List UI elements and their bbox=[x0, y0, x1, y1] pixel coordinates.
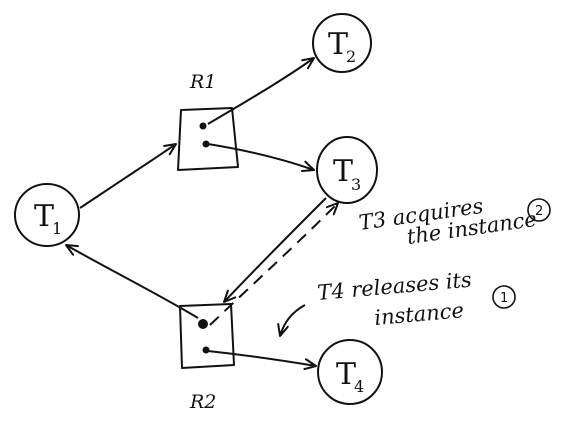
thread-t1-main: T bbox=[34, 199, 54, 234]
edge-r2-to-t1 bbox=[65, 244, 199, 319]
note-t3-acquires: T3 acquires the instance 2 bbox=[357, 194, 551, 249]
thread-t2-main: T bbox=[328, 27, 348, 62]
thread-t1-sub: 1 bbox=[52, 219, 62, 238]
thread-t3-sub: 3 bbox=[351, 175, 361, 194]
thread-t4-sub: 4 bbox=[354, 377, 364, 396]
thread-node-t1: T 1 bbox=[14, 183, 80, 247]
resource-r1: R1 bbox=[177, 71, 239, 171]
thread-t3-main: T bbox=[333, 154, 353, 189]
r2-instance-dot-1 bbox=[198, 319, 208, 329]
note-t4-number-circle bbox=[492, 285, 516, 309]
resource-r2: R2 bbox=[179, 303, 235, 413]
r1-instance-dot-2 bbox=[202, 140, 210, 148]
thread-t4-main: T bbox=[336, 357, 356, 392]
note-t3-number: 2 bbox=[535, 204, 543, 219]
edge-r2-to-t3-dashed bbox=[209, 202, 339, 326]
edge-t1-to-r1 bbox=[79, 143, 177, 209]
resource-r2-label: R2 bbox=[189, 391, 216, 413]
edge-r2-to-t4 bbox=[207, 350, 317, 371]
edge-r1-to-t2 bbox=[207, 57, 315, 125]
r1-instance-dot-1 bbox=[199, 122, 207, 130]
note-t4-line-2: instance bbox=[373, 298, 464, 330]
note-t4-pointer-arrow bbox=[277, 304, 306, 337]
thread-node-t4: T 4 bbox=[317, 339, 383, 405]
resource-r1-label: R1 bbox=[189, 71, 216, 93]
r2-instance-dot-2 bbox=[202, 346, 210, 354]
thread-node-t2: T 2 bbox=[312, 13, 372, 73]
edge-r1-to-t3 bbox=[207, 143, 315, 173]
note-t3-number-circle bbox=[527, 198, 551, 222]
thread-node-t3: T 3 bbox=[316, 136, 378, 204]
thread-t2-sub: 2 bbox=[346, 47, 356, 66]
note-t4-releases: T4 releases its instance 1 bbox=[277, 268, 516, 337]
edge-t3-to-r2 bbox=[223, 197, 327, 303]
note-t4-number: 1 bbox=[500, 291, 508, 306]
